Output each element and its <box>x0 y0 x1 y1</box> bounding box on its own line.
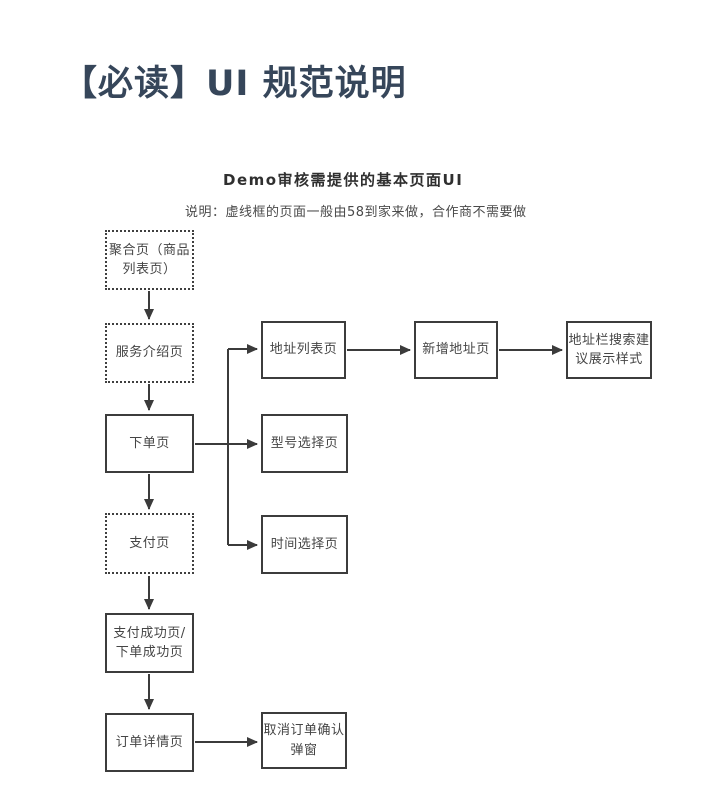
node-cancel-order-modal: 取消订单确认 弹窗 <box>261 712 347 769</box>
node-aggregate-page: 聚合页（商品 列表页） <box>105 230 194 290</box>
node-time-select-page: 时间选择页 <box>261 515 348 574</box>
page-title: 【必读】UI 规范说明 <box>62 64 407 104</box>
node-pay-success-page: 支付成功页/ 下单成功页 <box>105 613 194 673</box>
diagram-heading: Demo审核需提供的基本页面UI <box>223 171 464 189</box>
node-payment-page: 支付页 <box>105 513 194 574</box>
node-address-list-page: 地址列表页 <box>261 321 346 379</box>
node-new-address-page: 新增地址页 <box>414 321 498 379</box>
node-order-detail-page: 订单详情页 <box>105 713 194 772</box>
node-model-select-page: 型号选择页 <box>261 414 348 473</box>
node-address-search-suggest: 地址栏搜索建 议展示样式 <box>566 321 652 379</box>
node-service-intro-page: 服务介绍页 <box>105 323 194 383</box>
node-place-order-page: 下单页 <box>105 414 194 473</box>
diagram-note: 说明：虚线框的页面一般由58到家来做，合作商不需要做 <box>185 205 527 220</box>
